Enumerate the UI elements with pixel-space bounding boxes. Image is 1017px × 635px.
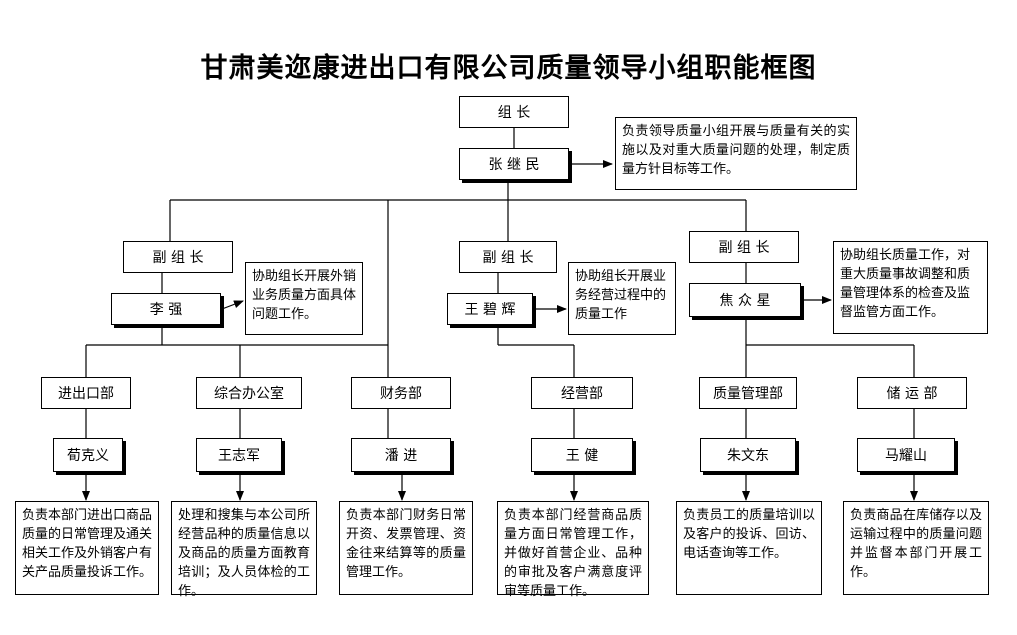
department-duty-box-2: 处理和搜集与本公司所经营品种的质量信息以及商品的质量方面教育培训；及人员体检的工… <box>171 501 317 599</box>
department-box-5: 质量管理部 <box>699 377 797 409</box>
deputy-name-box-1: 李 强 <box>111 293 221 325</box>
deputy-duty-box-2: 协助组长开展业务经营过程中的质量工作 <box>568 262 676 335</box>
department-head-box-2: 王志军 <box>196 438 282 472</box>
department-box-2: 综合办公室 <box>196 377 302 409</box>
department-head-box-1: 荀克义 <box>53 438 123 472</box>
leader-name-box: 张 继 民 <box>459 148 569 180</box>
deputy-duty-box-1: 协助组长开展外销业务质量方面具体问题工作。 <box>245 262 363 335</box>
department-duty-box-5: 负责员工的质量培训以及客户的投诉、回访、电话查询等工作。 <box>676 501 822 595</box>
department-box-3: 财务部 <box>351 377 451 409</box>
department-box-6: 储 运 部 <box>857 377 967 409</box>
page-title: 甘肃美迩康进出口有限公司质量领导小组职能框图 <box>200 53 817 84</box>
department-head-box-3: 潘 进 <box>351 438 451 472</box>
department-duty-box-6: 负责商品在库储存以及运输过程中的质量问题并监督本部门开展工作。 <box>843 501 989 595</box>
deputy-name-box-3: 焦 众 星 <box>689 283 801 317</box>
department-box-1: 进出口部 <box>41 377 131 409</box>
department-duty-box-3: 负责本部门财务日常开资、发票管理、资金往来结算等的质量管理工作。 <box>339 501 473 595</box>
department-head-box-4: 王 健 <box>531 438 633 472</box>
deputy-duty-box-3: 协助组长质量工作，对重大质量事故调整和质量管理体系的检查及监督监管方面工作。 <box>833 241 988 334</box>
leader-duty-box: 负责领导质量小组开展与质量有关的实施以及对重大质量问题的处理，制定质量方针目标等… <box>615 117 857 190</box>
deputy-name-box-2: 王 碧 辉 <box>447 293 533 325</box>
deputy-role-box-3: 副 组 长 <box>689 231 799 263</box>
department-head-box-6: 马耀山 <box>857 438 955 472</box>
leader-role-box: 组 长 <box>459 96 569 128</box>
department-duty-box-4: 负责本部门经营商品质量方面日常管理工作，并做好首营企业、品种的审批及客户满意度评… <box>497 501 649 599</box>
department-box-4: 经营部 <box>531 377 633 409</box>
department-duty-box-1: 负责本部门进出口商品质量的日常管理及通关相关工作及外销客户有关产品质量投诉工作。 <box>15 501 159 595</box>
deputy-role-box-1: 副 组 长 <box>123 241 233 273</box>
deputy-role-box-2: 副 组 长 <box>459 241 557 273</box>
department-head-box-5: 朱文东 <box>700 438 796 472</box>
